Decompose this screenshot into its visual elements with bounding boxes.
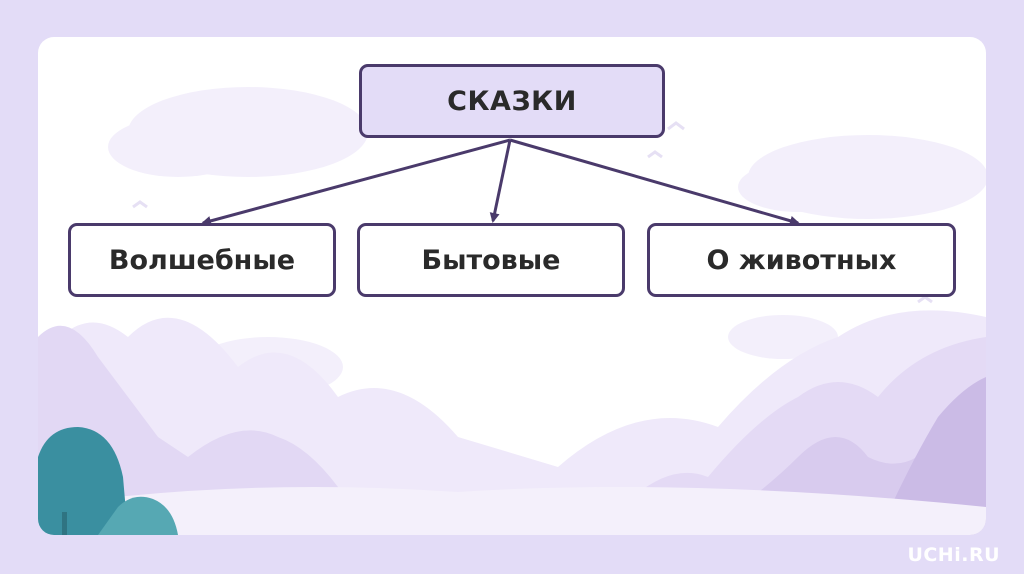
child-node-magic: Волшебные bbox=[68, 223, 336, 297]
teal-tree-large bbox=[38, 427, 128, 535]
arrow-to-child-3 bbox=[509, 138, 800, 226]
teal-tree-small bbox=[98, 496, 178, 535]
child-node-everyday: Бытовые bbox=[357, 223, 625, 297]
child-node-label: О животных bbox=[706, 244, 897, 276]
background-scenery bbox=[38, 87, 986, 535]
arrow-to-child-1 bbox=[201, 138, 511, 226]
tree-trunk bbox=[62, 512, 67, 535]
ground bbox=[38, 487, 986, 535]
root-node-label: СКАЗКИ bbox=[447, 85, 577, 117]
child-node-label: Бытовые bbox=[421, 244, 561, 276]
root-node: СКАЗКИ bbox=[359, 64, 665, 138]
child-node-animals: О животных bbox=[647, 223, 956, 297]
right-peak bbox=[878, 377, 986, 535]
child-node-label: Волшебные bbox=[108, 244, 296, 276]
uchi-logo: UCHi.RU bbox=[907, 544, 1000, 566]
arrow-to-child-2 bbox=[489, 139, 512, 223]
